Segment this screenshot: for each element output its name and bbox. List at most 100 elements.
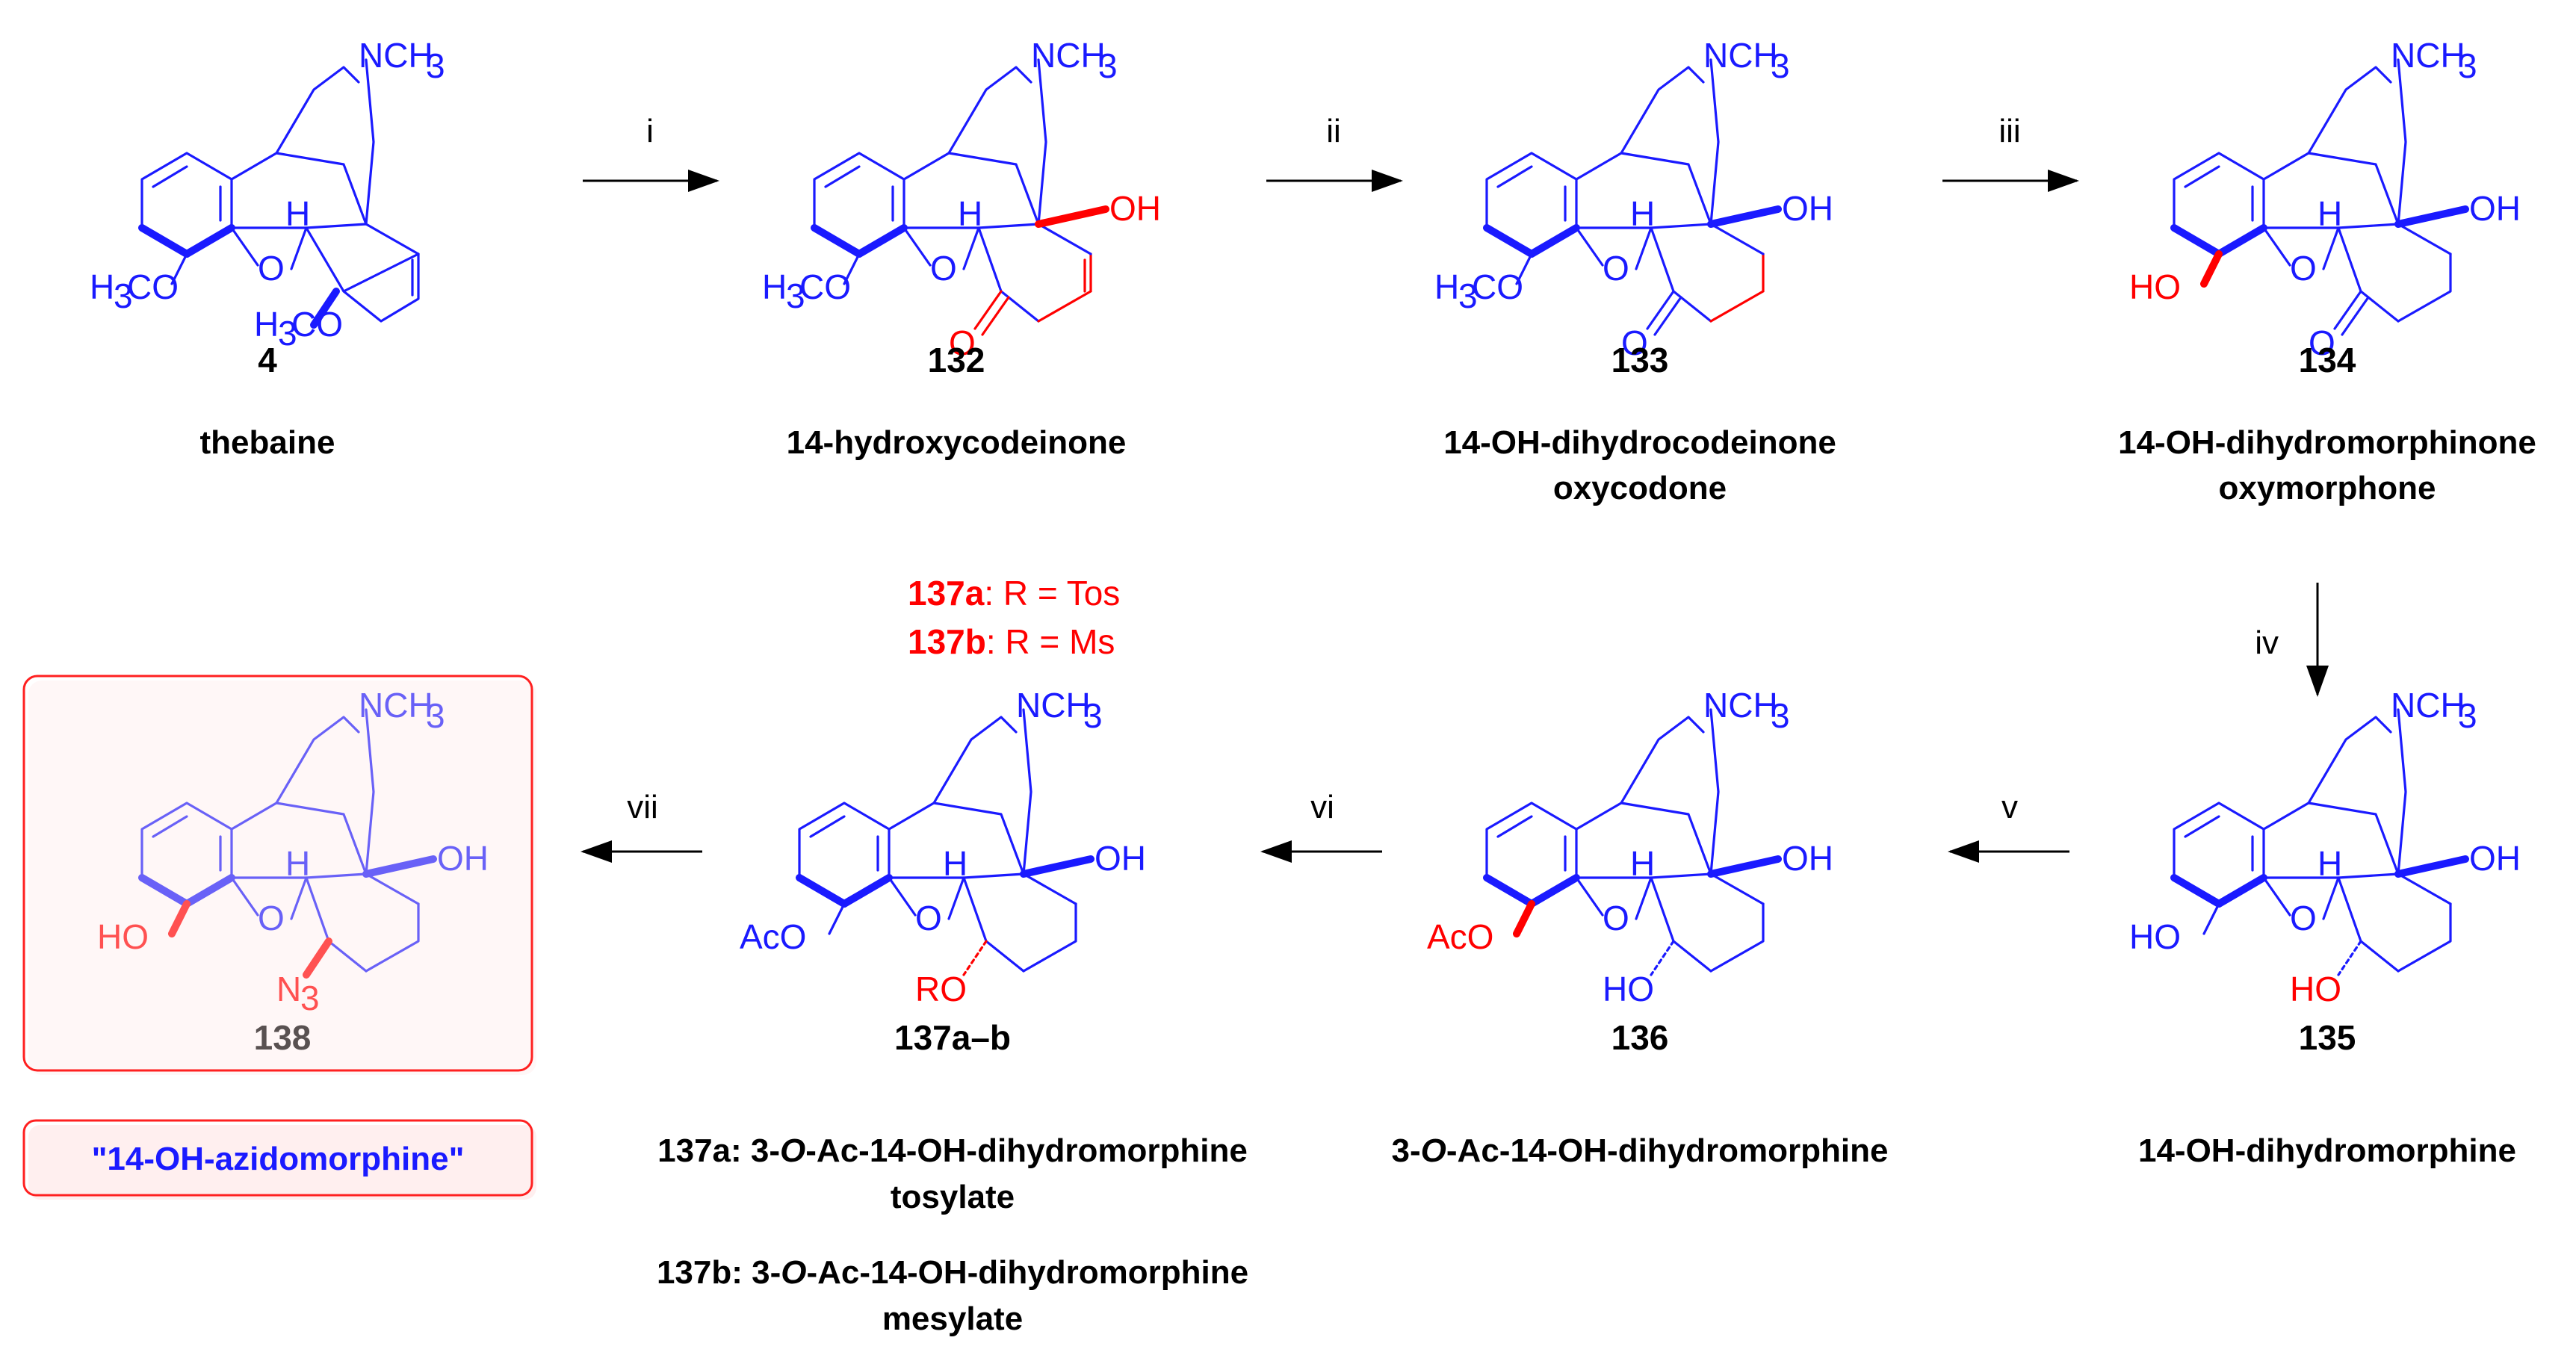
svg-text:H: H bbox=[958, 194, 982, 233]
svg-text:H: H bbox=[285, 844, 310, 883]
svg-text:N: N bbox=[276, 970, 301, 1008]
svg-text:O: O bbox=[2290, 249, 2317, 288]
svg-text:3: 3 bbox=[1098, 46, 1118, 85]
svg-text:O: O bbox=[2309, 323, 2335, 362]
svg-text:3: 3 bbox=[114, 276, 133, 315]
compound-number-132: 132 bbox=[928, 341, 985, 379]
compound-name-137b-line1: 137b: 3-O-Ac-14-OH-dihydromorphine bbox=[657, 1254, 1248, 1291]
svg-text:NCH: NCH bbox=[1016, 686, 1091, 725]
svg-text:3: 3 bbox=[1771, 696, 1790, 735]
svg-text:NCH: NCH bbox=[1703, 686, 1778, 725]
svg-text:OH: OH bbox=[1782, 189, 1833, 228]
svg-text:HO: HO bbox=[2129, 917, 2181, 956]
structure-134: NCH 3 HO O H OH O bbox=[2129, 36, 2521, 362]
svg-text:O: O bbox=[258, 899, 285, 937]
svg-text:OH: OH bbox=[437, 839, 489, 878]
step-label-iii: iii bbox=[1998, 113, 2020, 149]
svg-text:H: H bbox=[1630, 194, 1655, 233]
svg-text:3: 3 bbox=[1771, 46, 1790, 85]
svg-text:O: O bbox=[1603, 249, 1629, 288]
product-name-box: "14-OH-azidomorphine" bbox=[22, 1119, 536, 1200]
svg-text:3: 3 bbox=[1083, 696, 1103, 735]
svg-text:OH: OH bbox=[1109, 189, 1161, 228]
svg-text:NCH: NCH bbox=[2391, 36, 2465, 75]
svg-text:O: O bbox=[949, 323, 976, 362]
svg-text:HO: HO bbox=[1603, 970, 1654, 1008]
variant-137b: 137b: R = Ms bbox=[908, 622, 1115, 661]
svg-text:H: H bbox=[1630, 844, 1655, 883]
variant-137a: 137a: R = Tos bbox=[908, 574, 1120, 613]
step-label-iv: iv bbox=[2255, 624, 2279, 661]
compound-number-134: 134 bbox=[2299, 341, 2356, 379]
compound-number-4: 4 bbox=[258, 341, 277, 379]
step-label-vii: vii bbox=[627, 789, 658, 825]
step-label-i: i bbox=[646, 113, 654, 149]
compound-name-thebaine: thebaine bbox=[200, 424, 335, 461]
svg-text:HO: HO bbox=[97, 917, 149, 956]
svg-text:3: 3 bbox=[426, 696, 445, 735]
svg-text:O: O bbox=[2290, 899, 2317, 937]
structure-132: NCH 3 H 3 CO O H OH O bbox=[762, 36, 1161, 362]
svg-text:H: H bbox=[943, 844, 967, 883]
step-label-ii: ii bbox=[1326, 113, 1341, 149]
compound-name-138: "14-OH-azidomorphine" bbox=[92, 1141, 465, 1177]
svg-text:3: 3 bbox=[2458, 696, 2477, 735]
svg-text:3: 3 bbox=[278, 314, 297, 353]
svg-text:OH: OH bbox=[1782, 839, 1833, 878]
compound-name-137a-line2: tosylate bbox=[891, 1179, 1015, 1215]
svg-text:3: 3 bbox=[786, 276, 805, 315]
svg-text:3: 3 bbox=[2458, 46, 2477, 85]
svg-text:H: H bbox=[2318, 194, 2342, 233]
svg-text:OH: OH bbox=[1095, 839, 1146, 878]
svg-text:RO: RO bbox=[915, 970, 967, 1008]
structure-thebaine: NCH 3 H 3 CO O H H 3 CO bbox=[90, 36, 445, 353]
svg-text:O: O bbox=[915, 899, 942, 937]
svg-text:O: O bbox=[930, 249, 957, 288]
svg-text:NCH: NCH bbox=[1703, 36, 1778, 75]
svg-text:H: H bbox=[285, 194, 310, 233]
compound-name-134-line2: oxymorphone bbox=[2219, 470, 2436, 506]
svg-text:AcO: AcO bbox=[740, 917, 806, 956]
structure-135: NCH 3 HO O H OH HO bbox=[2129, 686, 2521, 1008]
compound-number-137: 137a–b bbox=[894, 1018, 1011, 1057]
compound-number-138: 138 bbox=[254, 1018, 312, 1057]
svg-text:3: 3 bbox=[1458, 276, 1478, 315]
compound-name-134-line1: 14-OH-dihydromorphinone bbox=[2118, 424, 2536, 461]
structure-137: NCH 3 AcO O H OH RO bbox=[740, 686, 1146, 1008]
svg-text:3: 3 bbox=[300, 979, 320, 1017]
svg-text:NCH: NCH bbox=[359, 36, 433, 75]
svg-text:H: H bbox=[1434, 267, 1459, 306]
svg-text:HO: HO bbox=[2129, 267, 2181, 306]
svg-text:OH: OH bbox=[2469, 839, 2521, 878]
svg-text:H: H bbox=[762, 267, 787, 306]
step-label-vi: vi bbox=[1310, 789, 1334, 825]
structure-136: NCH 3 AcO O H OH HO bbox=[1427, 686, 1833, 1008]
compound-number-133: 133 bbox=[1611, 341, 1669, 379]
variant-legend: 137a: R = Tos 137b: R = Ms bbox=[908, 574, 1120, 661]
compound-name-133-line1: 14-OH-dihydrocodeinone bbox=[1443, 424, 1836, 461]
svg-text:OH: OH bbox=[2469, 189, 2521, 228]
svg-text:H: H bbox=[254, 305, 279, 344]
svg-text:H: H bbox=[90, 267, 114, 306]
compound-name-132: 14-hydroxycodeinone bbox=[787, 424, 1127, 461]
svg-text:HO: HO bbox=[2290, 970, 2341, 1008]
compound-number-136: 136 bbox=[1611, 1018, 1669, 1057]
structure-138: NCH 3 HO O H OH N 3 bbox=[97, 686, 489, 1017]
svg-text:NCH: NCH bbox=[359, 686, 433, 725]
compound-name-137a-line1: 137a: 3-O-Ac-14-OH-dihydromorphine bbox=[657, 1132, 1248, 1169]
svg-text:CO: CO bbox=[127, 267, 179, 306]
compound-name-135: 14-OH-dihydromorphine bbox=[2138, 1132, 2516, 1169]
structure-133: NCH 3 H 3 CO O H OH O bbox=[1434, 36, 1833, 362]
svg-text:3: 3 bbox=[426, 46, 445, 85]
compound-name-136: 3-O-Ac-14-OH-dihydromorphine bbox=[1392, 1132, 1889, 1169]
compound-number-135: 135 bbox=[2299, 1018, 2356, 1057]
svg-text:CO: CO bbox=[1472, 267, 1523, 306]
svg-text:O: O bbox=[1603, 899, 1629, 937]
svg-text:O: O bbox=[258, 249, 285, 288]
svg-text:NCH: NCH bbox=[2391, 686, 2465, 725]
step-label-v: v bbox=[2001, 789, 2018, 825]
svg-text:AcO: AcO bbox=[1427, 917, 1493, 956]
svg-text:O: O bbox=[1621, 323, 1648, 362]
svg-text:CO: CO bbox=[291, 305, 343, 344]
